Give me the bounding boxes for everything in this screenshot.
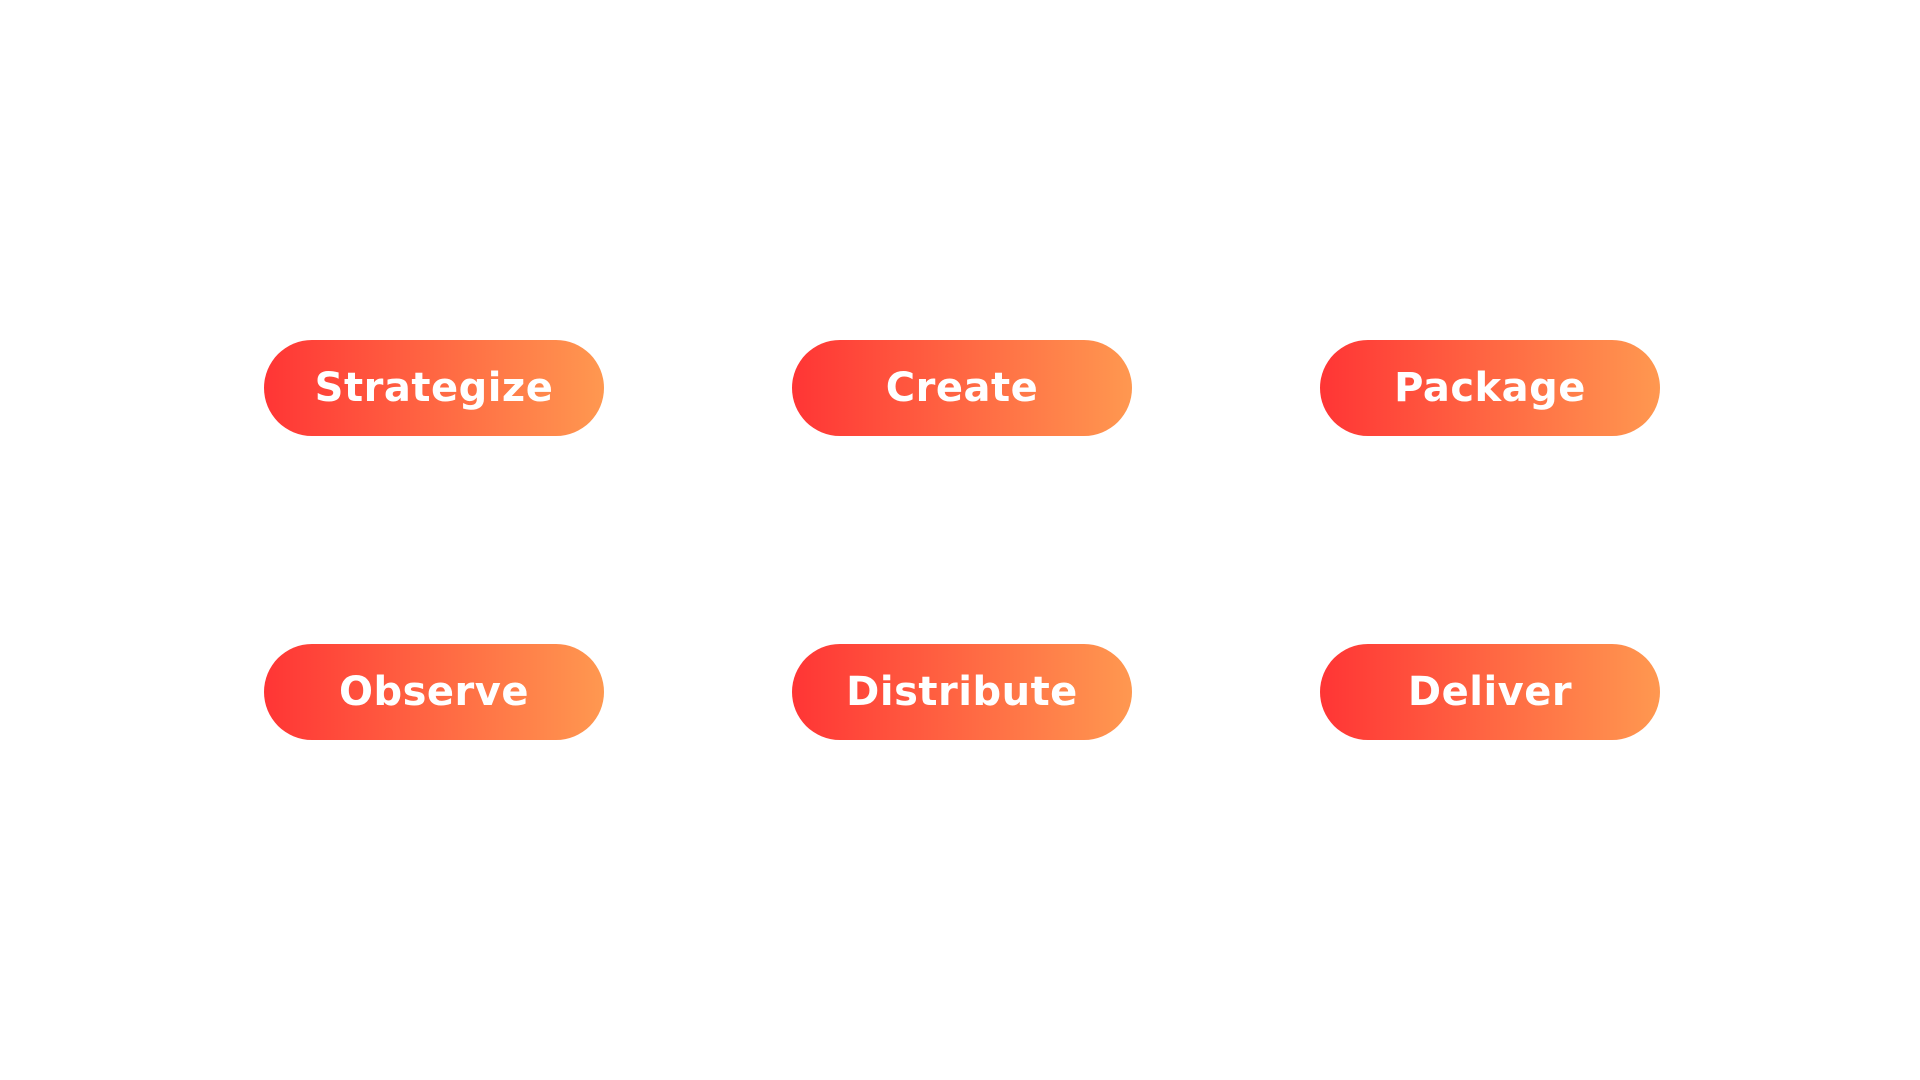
distribute-label: Distribute <box>846 669 1078 715</box>
observe-label: Observe <box>338 669 529 715</box>
create-button[interactable]: Create <box>792 340 1132 436</box>
package-label: Package <box>1394 365 1586 411</box>
deliver-button[interactable]: Deliver <box>1320 644 1660 740</box>
strategize-label: Strategize <box>314 365 554 411</box>
package-button[interactable]: Package <box>1320 340 1660 436</box>
strategize-button[interactable]: Strategize <box>264 340 604 436</box>
create-label: Create <box>885 365 1039 411</box>
observe-button[interactable]: Observe <box>264 644 604 740</box>
deliver-label: Deliver <box>1407 669 1573 715</box>
distribute-button[interactable]: Distribute <box>792 644 1132 740</box>
